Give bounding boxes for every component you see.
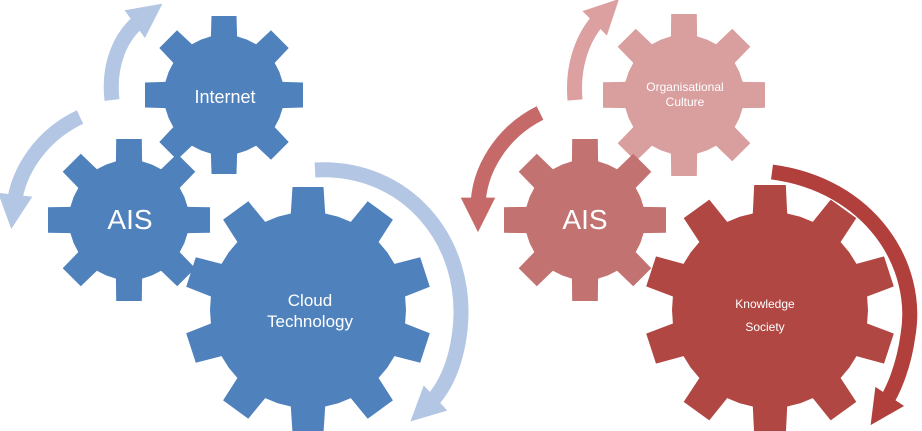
- right-arrows: [460, 0, 918, 426]
- label-ais-left: AIS: [107, 204, 153, 235]
- label-organisational-culture: Organisational Culture: [630, 80, 740, 110]
- label-internet: Internet: [194, 87, 256, 107]
- gear-ais-right: [504, 139, 666, 301]
- label-knowledge-line1: Knowledge: [735, 297, 795, 311]
- right-arrow-top: [567, 0, 620, 101]
- right-arrow-left: [460, 106, 544, 233]
- label-knowledge-society: Knowledge Society: [715, 293, 815, 339]
- left-arrow-right: [314, 162, 469, 422]
- label-ais-right: AIS: [562, 204, 608, 235]
- right-arrow-right: [770, 164, 918, 426]
- label-cloud-technology: Cloud Technology: [255, 290, 365, 333]
- label-cloud-line1: Cloud: [287, 291, 333, 310]
- label-culture-line1: Organisational: [646, 80, 724, 94]
- gear-knowledge-society: [646, 185, 894, 431]
- gear-internet: [145, 16, 303, 174]
- label-cloud-line2: Technology: [266, 312, 353, 332]
- label-culture-line2: Culture: [665, 95, 705, 109]
- gear-cloud-technology: [186, 187, 430, 431]
- label-knowledge-line2: Society: [745, 319, 785, 334]
- left-arrow-top: [103, 3, 163, 101]
- gear-ais-left: [48, 139, 210, 301]
- left-arrow-left: [0, 110, 84, 229]
- gear-organisational-culture: [603, 14, 765, 176]
- left-arrows: [0, 3, 469, 422]
